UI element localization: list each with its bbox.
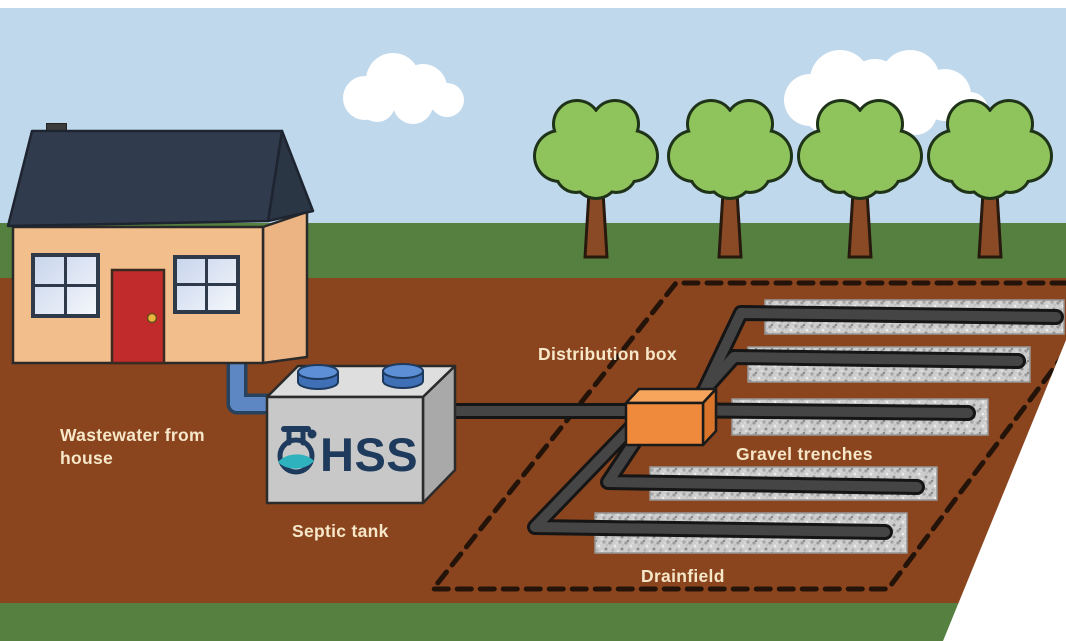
tank-lid-2 — [382, 363, 424, 389]
door-knob-icon — [146, 312, 158, 324]
label-distribution-box: Distribution box — [538, 344, 677, 364]
top-border — [0, 0, 1066, 8]
house-side-wall — [261, 210, 309, 365]
logo-text: HSS — [320, 428, 418, 481]
label-wastewater-line2: house — [60, 448, 113, 468]
window-right — [173, 255, 240, 314]
scene-labels: Wastewater from house Septic tank Distri… — [60, 344, 873, 586]
roof-front — [6, 129, 284, 228]
foreground-grass — [0, 603, 1066, 641]
distribution-box-top — [624, 387, 718, 405]
pipe-trench-5 — [530, 413, 890, 537]
septic-tank-front — [265, 395, 425, 505]
label-septic-tank: Septic tank — [292, 521, 389, 541]
label-gravel-trenches: Gravel trenches — [736, 444, 873, 464]
cloud-left — [343, 53, 464, 124]
tank-lid-1 — [297, 364, 339, 390]
house — [6, 123, 315, 365]
corner-cutout — [943, 340, 1066, 641]
wastewater-pipe — [226, 350, 286, 415]
drainfield-boundary — [430, 280, 1066, 592]
distribution-box-front — [624, 401, 705, 447]
flask-wave — [278, 454, 314, 469]
flask-icon — [277, 426, 317, 475]
label-wastewater-line1: Wastewater from — [60, 425, 205, 445]
window-left — [31, 253, 100, 318]
pipe-trench-1 — [695, 308, 1061, 404]
front-door — [110, 268, 166, 365]
hss-logo: HSS — [277, 426, 418, 481]
label-drainfield: Drainfield — [641, 566, 725, 586]
distribution-box — [624, 387, 718, 447]
